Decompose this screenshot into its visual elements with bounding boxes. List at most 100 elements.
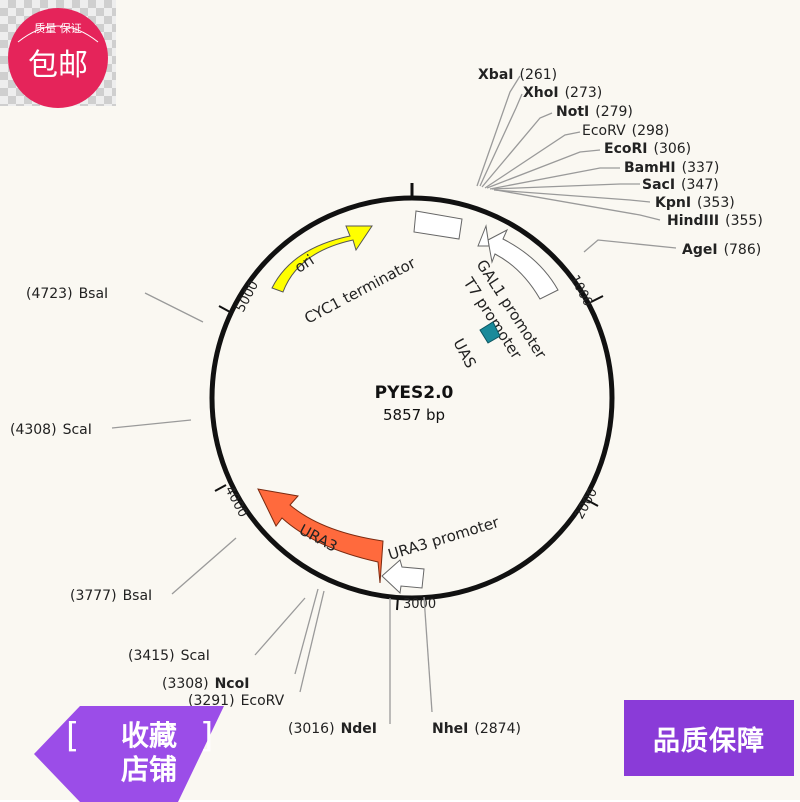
- site-name-hindiii: HindIII: [667, 213, 719, 229]
- collect-left-bracket: [: [66, 716, 80, 756]
- site-name-agei: AgeI: [682, 242, 718, 258]
- site-name-bsai-3777: BsaI: [123, 588, 153, 604]
- stamp-top-text: 质量 保证: [34, 21, 82, 35]
- svg-text:SacI(347): SacI (347): [642, 177, 719, 193]
- site-pos-kpni: (353): [697, 195, 735, 211]
- site-hindiii: HindIII (355): [667, 213, 763, 229]
- collect-shop-badge[interactable]: [ ] 收藏 店铺: [34, 706, 224, 802]
- site-pos-bsai-3777: (3777): [70, 588, 117, 604]
- site-pos-xhoi: (273): [565, 85, 603, 101]
- svg-text:EcoRI(306): EcoRI (306): [604, 141, 691, 157]
- svg-text:KpnI(353): KpnI (353): [655, 195, 735, 211]
- site-scai-3415: (3415) ScaI: [128, 648, 210, 664]
- site-bsai-3777: (3777) BsaI: [70, 588, 152, 604]
- site-name-ecori: EcoRI: [604, 141, 647, 157]
- site-pos-noti: (279): [595, 104, 633, 120]
- site-nhei: NheI (2874): [432, 721, 521, 737]
- site-pos-scai-4308: (4308): [10, 422, 57, 438]
- svg-text:(4723)BsaI: (4723) BsaI: [26, 286, 108, 302]
- stamp-main-text: 包邮: [28, 48, 88, 83]
- tick-4000: 4000: [214, 484, 250, 520]
- site-ndei: (3016) NdeI: [288, 721, 377, 737]
- site-ecorv-298: EcoRV (298): [582, 123, 669, 139]
- site-pos-nhei: (2874): [474, 721, 521, 737]
- site-name-xhoi: XhoI: [523, 85, 559, 101]
- site-pos-ncoi: (3308): [162, 676, 209, 692]
- site-ncoi: (3308) NcoI: [162, 676, 249, 692]
- site-pos-ecori: (306): [653, 141, 691, 157]
- tick-2000: 2000: [572, 486, 601, 522]
- stamp-badge: 质量 保证 包邮: [8, 8, 108, 108]
- tick-3000: 3000: [396, 595, 436, 612]
- site-name-ndei: NdeI: [341, 721, 377, 737]
- svg-text:(3016)NdeI: (3016) NdeI: [288, 721, 377, 737]
- collect-right-bracket: ]: [200, 716, 214, 756]
- site-noti: NotI (279): [556, 104, 633, 120]
- site-pos-bamhi: (337): [682, 160, 720, 176]
- plasmid-size: 5857 bp: [383, 406, 445, 424]
- collect-line1: 收藏: [120, 719, 177, 752]
- feature-ura3: URA3: [257, 488, 384, 584]
- site-name-nhei: NheI: [432, 721, 468, 737]
- site-pos-ecorv-298: (298): [632, 123, 670, 139]
- site-name-ecorv-3291: EcoRV: [241, 693, 285, 709]
- collect-line2: 店铺: [120, 753, 177, 786]
- tick-label-4000: 4000: [221, 484, 250, 520]
- site-pos-saci: (347): [681, 177, 719, 193]
- svg-text:(3777)BsaI: (3777) BsaI: [70, 588, 152, 604]
- site-agei: AgeI (786): [682, 242, 761, 258]
- site-pos-bsai-4723: (4723): [26, 286, 73, 302]
- svg-text:XbaI(261): XbaI (261): [478, 67, 557, 83]
- site-pos-ecorv-3291: (3291): [188, 693, 235, 709]
- label-ura3-promoter: URA3 promoter: [386, 513, 502, 564]
- site-name-ncoi: NcoI: [215, 676, 250, 692]
- site-xhoi: XhoI (273): [523, 85, 602, 101]
- svg-text:(3291)EcoRV: (3291) EcoRV: [188, 693, 285, 709]
- site-ecorv-3291: (3291) EcoRV: [188, 693, 285, 709]
- svg-text:EcoRV(298): EcoRV (298): [582, 123, 669, 139]
- svg-text:XhoI(273): XhoI (273): [523, 85, 602, 101]
- svg-text:NheI(2874): NheI (2874): [432, 721, 521, 737]
- site-name-xbai: XbaI: [478, 67, 513, 83]
- tick-1000: 1000: [566, 273, 604, 309]
- site-pos-ndei: (3016): [288, 721, 335, 737]
- site-scai-4308: (4308) ScaI: [10, 422, 92, 438]
- tick-5000: 5000: [218, 279, 262, 315]
- feature-uas: UAS: [449, 321, 501, 371]
- site-leader-lines: [111, 75, 677, 724]
- site-name-noti: NotI: [556, 104, 589, 120]
- site-kpni: KpnI (353): [655, 195, 735, 211]
- svg-text:(3308)NcoI: (3308) NcoI: [162, 676, 249, 692]
- svg-text:(3415)ScaI: (3415) ScaI: [128, 648, 210, 664]
- site-pos-hindiii: (355): [725, 213, 763, 229]
- quality-guarantee-badge[interactable]: 品质保障: [624, 700, 794, 776]
- tick-label-2000: 2000: [572, 486, 601, 522]
- feature-ura3-promoter: URA3 promoter: [381, 513, 502, 595]
- svg-text:HindIII(355): HindIII (355): [667, 213, 763, 229]
- site-pos-xbai: (261): [519, 67, 557, 83]
- svg-text:NotI(279): NotI (279): [556, 104, 633, 120]
- site-name-bamhi: BamHI: [624, 160, 676, 176]
- site-name-kpni: KpnI: [655, 195, 691, 211]
- svg-text:AgeI(786): AgeI (786): [682, 242, 761, 258]
- feature-cyc1-terminator: CYC1 terminator: [301, 210, 463, 328]
- site-name-scai-3415: ScaI: [181, 648, 210, 664]
- collect-shop-shape: [34, 706, 224, 802]
- site-xbai: XbaI (261): [478, 67, 557, 83]
- site-name-scai-4308: ScaI: [63, 422, 92, 438]
- site-name-bsai-4723: BsaI: [79, 286, 109, 302]
- svg-text:(4308)ScaI: (4308) ScaI: [10, 422, 92, 438]
- tick-label-3000: 3000: [403, 597, 436, 612]
- site-name-ecorv-298: EcoRV: [582, 123, 626, 139]
- site-pos-scai-3415: (3415): [128, 648, 175, 664]
- site-ecori: EcoRI (306): [604, 141, 691, 157]
- site-bamhi: BamHI (337): [624, 160, 719, 176]
- site-saci: SacI (347): [642, 177, 719, 193]
- site-bsai-4723: (4723) BsaI: [26, 286, 108, 302]
- plasmid-name: PYES2.0: [375, 383, 454, 403]
- svg-text:BamHI(337): BamHI (337): [624, 160, 719, 176]
- site-pos-agei: (786): [724, 242, 762, 258]
- site-name-saci: SacI: [642, 177, 675, 193]
